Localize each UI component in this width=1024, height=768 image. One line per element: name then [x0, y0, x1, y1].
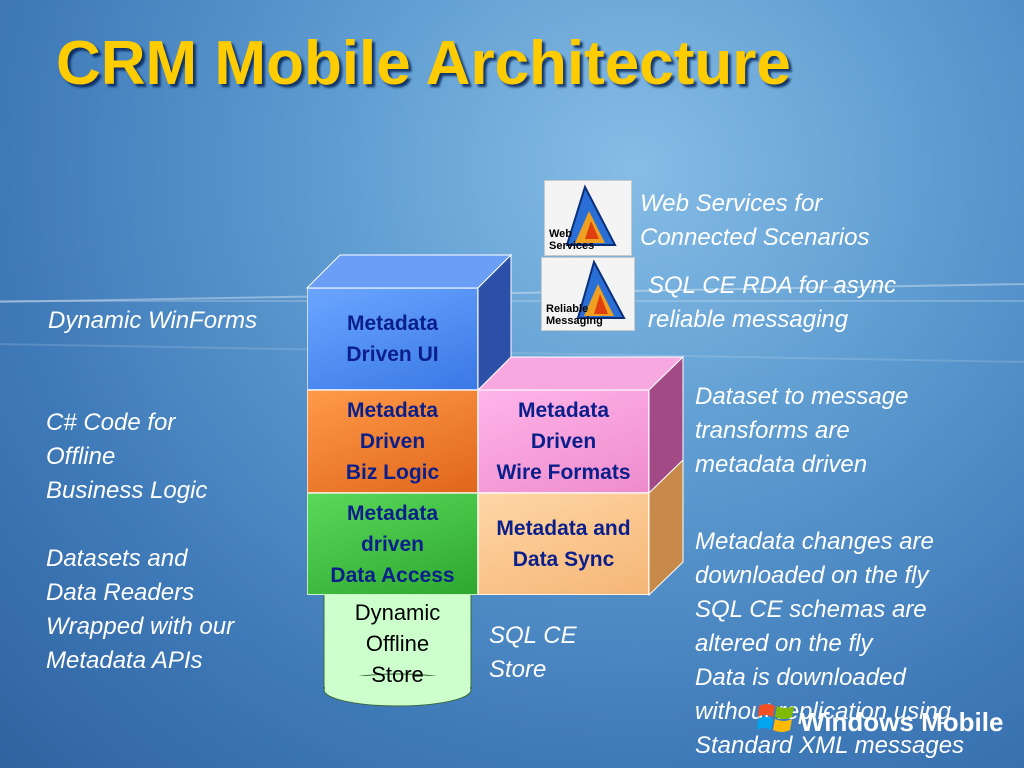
- block-line: Metadata: [346, 399, 439, 422]
- label-line: Metadata changes are: [695, 528, 934, 555]
- label-line: reliable messaging: [648, 306, 849, 333]
- label-line: downloaded on the fly: [695, 562, 929, 589]
- label-line: transforms are: [695, 417, 850, 444]
- label-datasets: Datasets and Data Readers Wrapped with o…: [46, 542, 234, 678]
- block-line: Driven: [530, 430, 597, 453]
- ui-block-top: [305, 254, 513, 289]
- block-line: Metadata: [517, 399, 609, 422]
- label-sqlce-rda: SQL CE RDA for async reliable messaging: [648, 269, 896, 337]
- web-services-icon: Web Services: [544, 180, 632, 256]
- block-metadata-driven-wire-formats: Metadata Driven Wire Formats: [478, 390, 649, 493]
- web-services-icon-label: Web Services: [549, 228, 594, 252]
- label-line: Standard XML messages: [695, 732, 965, 759]
- label-line: SQL CE RDA for async: [648, 272, 897, 299]
- block-metadata-driven-biz-logic: Metadata Driven Biz Logic: [307, 390, 478, 493]
- windows-mobile-logo: Windows Mobile: [800, 707, 1004, 737]
- label-line: Store: [489, 656, 547, 683]
- icon-label-line: Web: [549, 228, 573, 240]
- windows-flag-icon: [757, 704, 794, 732]
- label-line: without replication using: [695, 698, 952, 725]
- label-line: Dataset to message: [695, 383, 909, 410]
- label-line: Connected Scenarios: [640, 224, 870, 251]
- label-web-services: Web Services for Connected Scenarios: [640, 187, 869, 255]
- label-line: Data is downloaded: [695, 664, 906, 691]
- block-line: Driven: [359, 430, 426, 453]
- block-line: Data Sync: [512, 548, 615, 571]
- store-line: Offline: [365, 631, 430, 656]
- block-line: Wire Formats: [496, 461, 631, 484]
- icon-label-line: Services: [549, 240, 595, 252]
- block-line: Biz Logic: [345, 461, 440, 484]
- label-line: SQL CE schemas are: [695, 596, 927, 623]
- block-metadata-and-data-sync: Metadata and Data Sync: [478, 493, 649, 595]
- label-line: Offline: [46, 443, 116, 470]
- label-metadata-changes: Metadata changes are downloaded on the f…: [695, 525, 964, 763]
- label-dataset-transforms: Dataset to message transforms are metada…: [695, 380, 908, 482]
- background-swoosh: [0, 300, 1024, 302]
- block-line: Metadata: [346, 501, 438, 525]
- label-line: Datasets and: [46, 545, 188, 572]
- offline-store-label: Dynamic Offline Store: [324, 597, 471, 690]
- block-line: driven: [360, 532, 424, 556]
- label-line: Wrapped with our: [46, 613, 235, 640]
- icon-label-line: Messaging: [546, 315, 603, 327]
- block-metadata-driven-data-access: Metadata driven Data Access: [307, 493, 478, 595]
- block-line: Metadata and: [496, 517, 631, 540]
- store-line: Dynamic: [354, 600, 441, 625]
- label-line: altered on the fly: [695, 630, 873, 657]
- label-line: Data Readers: [46, 579, 195, 606]
- web-services-icon-graphic: [565, 184, 617, 246]
- reliable-messaging-icon-graphic: [576, 259, 626, 319]
- label-line: Web Services for: [640, 190, 823, 217]
- label-line: SQL CE: [489, 622, 577, 649]
- label-line: metadata driven: [695, 451, 868, 478]
- block-metadata-driven-ui: Metadata Driven UI: [307, 288, 478, 390]
- label-sqlce-store: SQL CE Store: [489, 619, 577, 687]
- label-dynamic-winforms: Dynamic WinForms: [48, 307, 258, 334]
- block-line: Data Access: [330, 563, 455, 587]
- block-line: Metadata: [346, 312, 438, 335]
- wire-block-top: [476, 356, 685, 391]
- label-csharp-code: C# Code for Offline Business Logic: [46, 406, 207, 508]
- icon-label-line: Reliable: [546, 303, 589, 315]
- label-line: C# Code for: [46, 409, 176, 436]
- label-line: Metadata APIs: [46, 647, 203, 674]
- sync-block-side: [648, 458, 684, 597]
- label-line: Business Logic: [46, 477, 208, 504]
- reliable-messaging-icon: Reliable Messaging: [541, 257, 635, 331]
- slide-title: CRM Mobile Architecture: [56, 29, 791, 98]
- store-line: Store: [371, 662, 424, 687]
- offline-store-cylinder: [323, 579, 472, 707]
- block-line: Driven UI: [346, 343, 439, 366]
- reliable-messaging-icon-label: Reliable Messaging: [546, 303, 603, 327]
